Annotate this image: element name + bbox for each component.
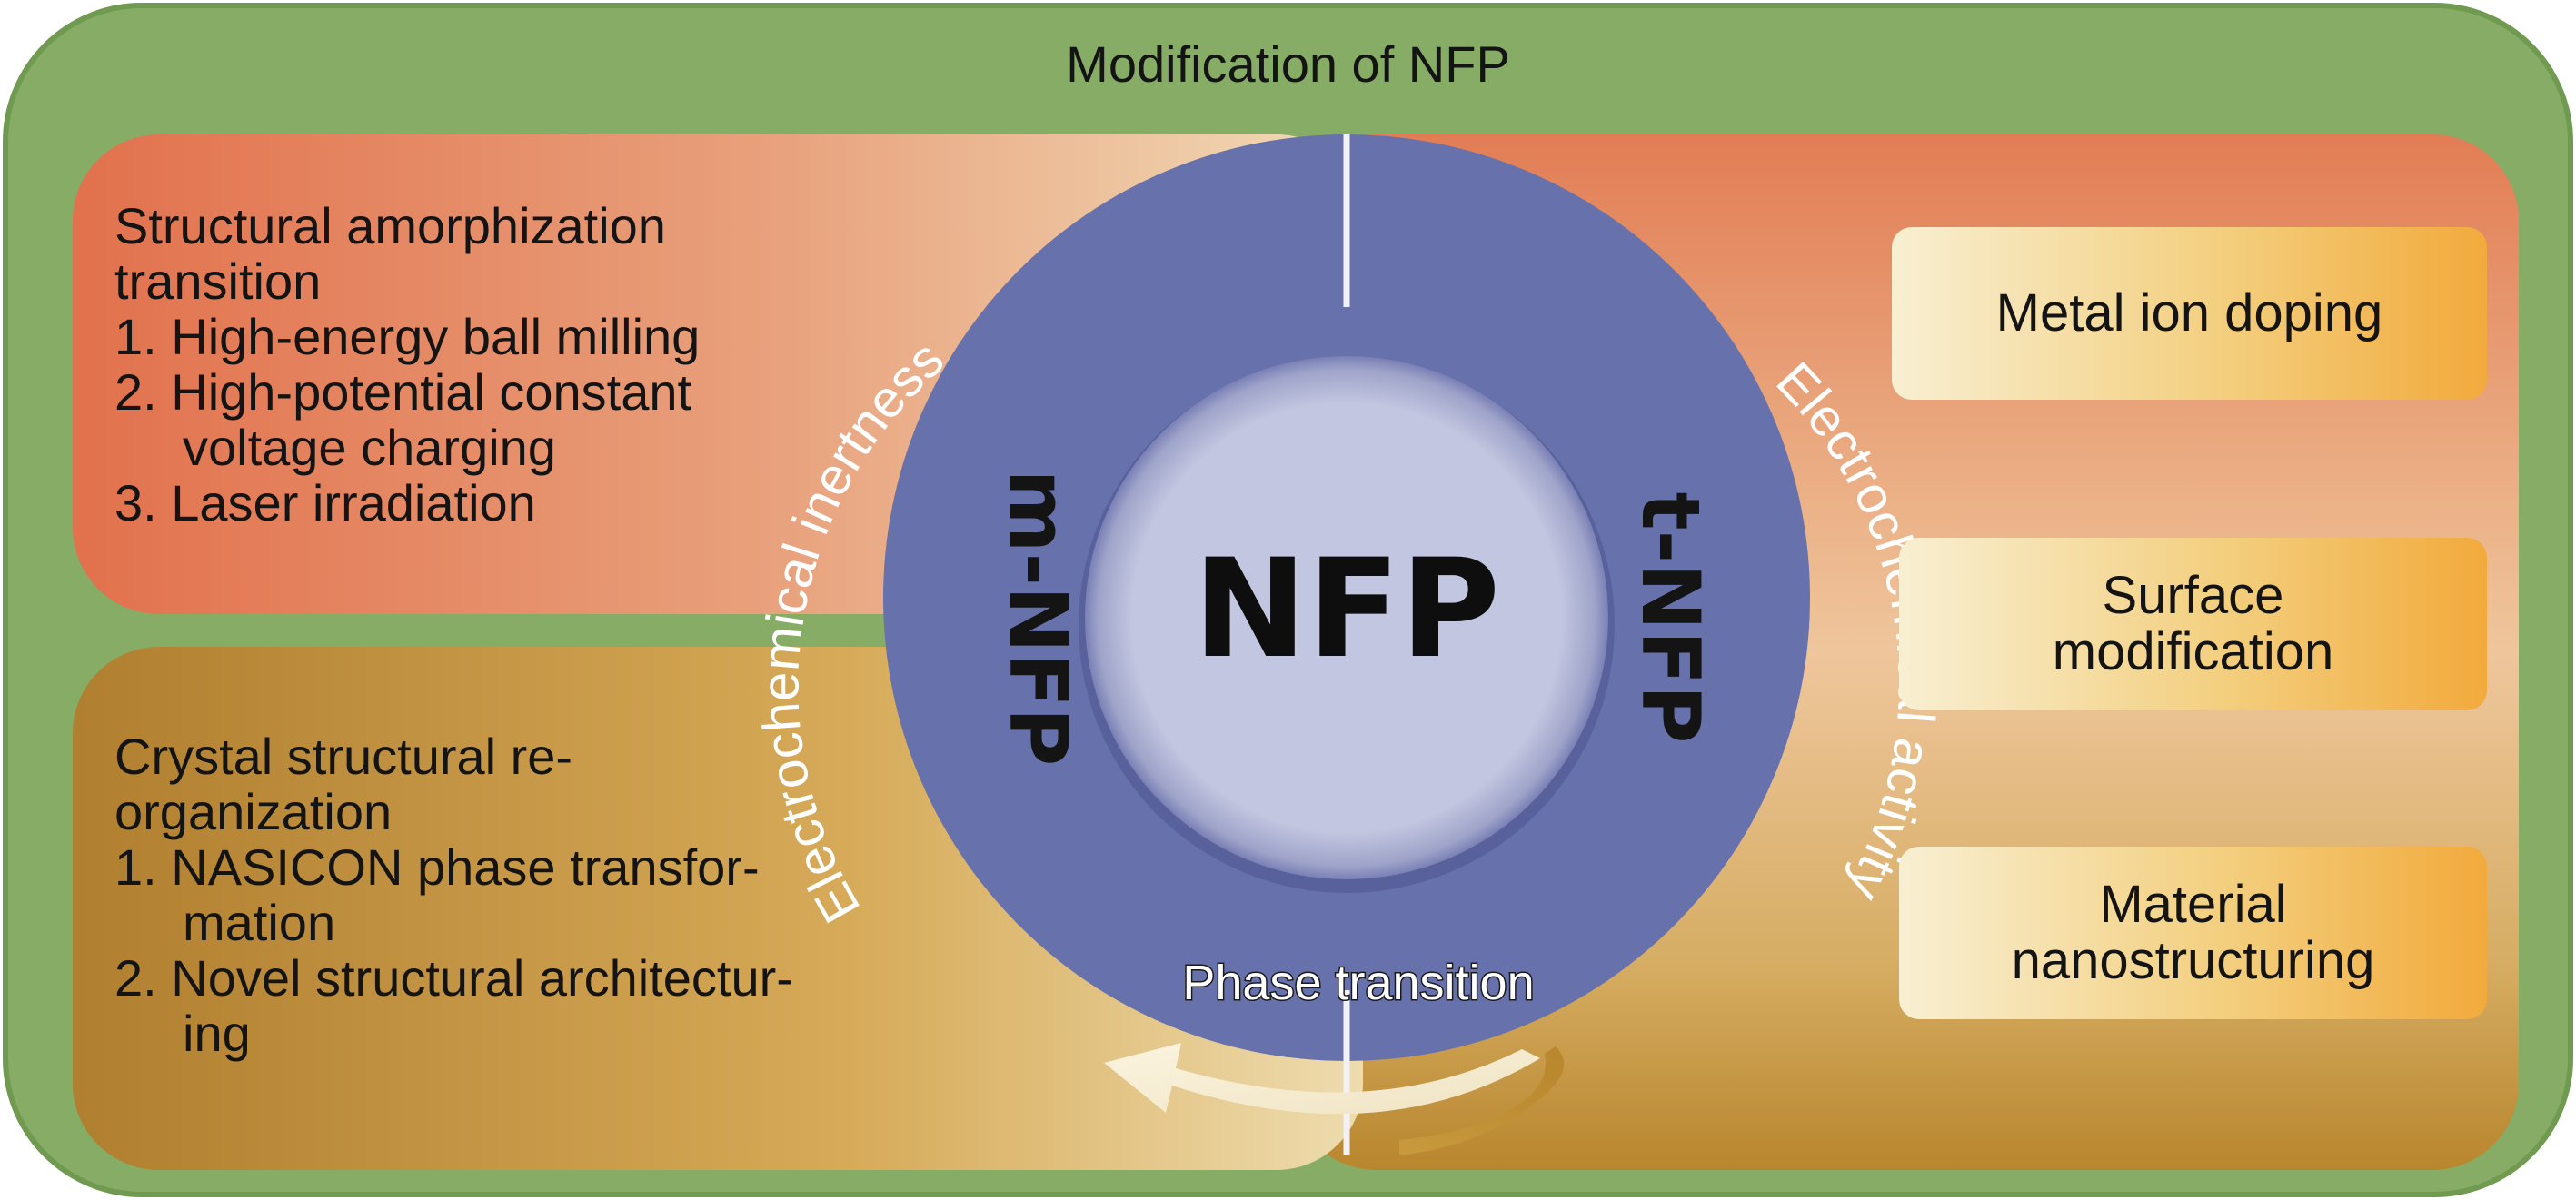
material-nanostructuring-box bbox=[1899, 847, 2487, 1019]
diagram-title: Modification of NFP bbox=[1066, 35, 1510, 93]
phase-transition-label: Phase transition bbox=[1182, 956, 1534, 1010]
amorphization-text-block: Structural amorphization transition 1. H… bbox=[114, 198, 700, 531]
reorganization-item-1: 1. NASICON phase transfor- bbox=[114, 838, 760, 896]
metal-ion-doping-label: Metal ion doping bbox=[1892, 227, 2487, 400]
reorganization-item-1-cont: mation bbox=[183, 894, 336, 951]
phase-label-t-nfp: t-NFP bbox=[1624, 492, 1717, 744]
amorphization-item-3: 3. Laser irradiation bbox=[114, 474, 536, 531]
amorphization-heading-line-1: Structural amorphization bbox=[114, 197, 666, 254]
phase-arrow-left-icon bbox=[1104, 1043, 1540, 1115]
surface-modification-label: Surface modification bbox=[1899, 538, 2487, 710]
amorphization-heading-line-2: transition bbox=[114, 253, 322, 310]
box-line: modification bbox=[2052, 622, 2334, 681]
reorganization-text-block: Crystal structural re- organization 1. N… bbox=[114, 729, 793, 1061]
box-line: Surface bbox=[2102, 566, 2284, 625]
phase-label-m-nfp: m-NFP bbox=[991, 470, 1085, 766]
reorganization-item-2-cont: ing bbox=[183, 1005, 251, 1062]
inner-disc bbox=[1085, 356, 1608, 879]
box-line: nanostructuring bbox=[2011, 931, 2375, 990]
metal-ion-doping-box bbox=[1892, 227, 2487, 400]
amorphization-item-2-cont: voltage charging bbox=[183, 419, 556, 476]
material-nanostructuring-label: Material nanostructuring bbox=[1899, 847, 2487, 1019]
reorganization-heading-line-2: organization bbox=[114, 783, 393, 840]
reorganization-item-2: 2. Novel structural architectur- bbox=[114, 949, 793, 1007]
reorganization-heading-line-1: Crystal structural re- bbox=[114, 728, 573, 785]
amorphization-item-2: 2. High-potential constant bbox=[114, 363, 692, 421]
amorphization-item-1: 1. High-energy ball milling bbox=[114, 308, 701, 365]
center-label-nfp: NFP bbox=[1193, 531, 1500, 689]
box-line: Metal ion doping bbox=[1995, 283, 2383, 342]
box-line: Material bbox=[2099, 875, 2287, 934]
surface-modification-box bbox=[1899, 538, 2487, 710]
phase-arrow-right-icon bbox=[1399, 1046, 1565, 1155]
